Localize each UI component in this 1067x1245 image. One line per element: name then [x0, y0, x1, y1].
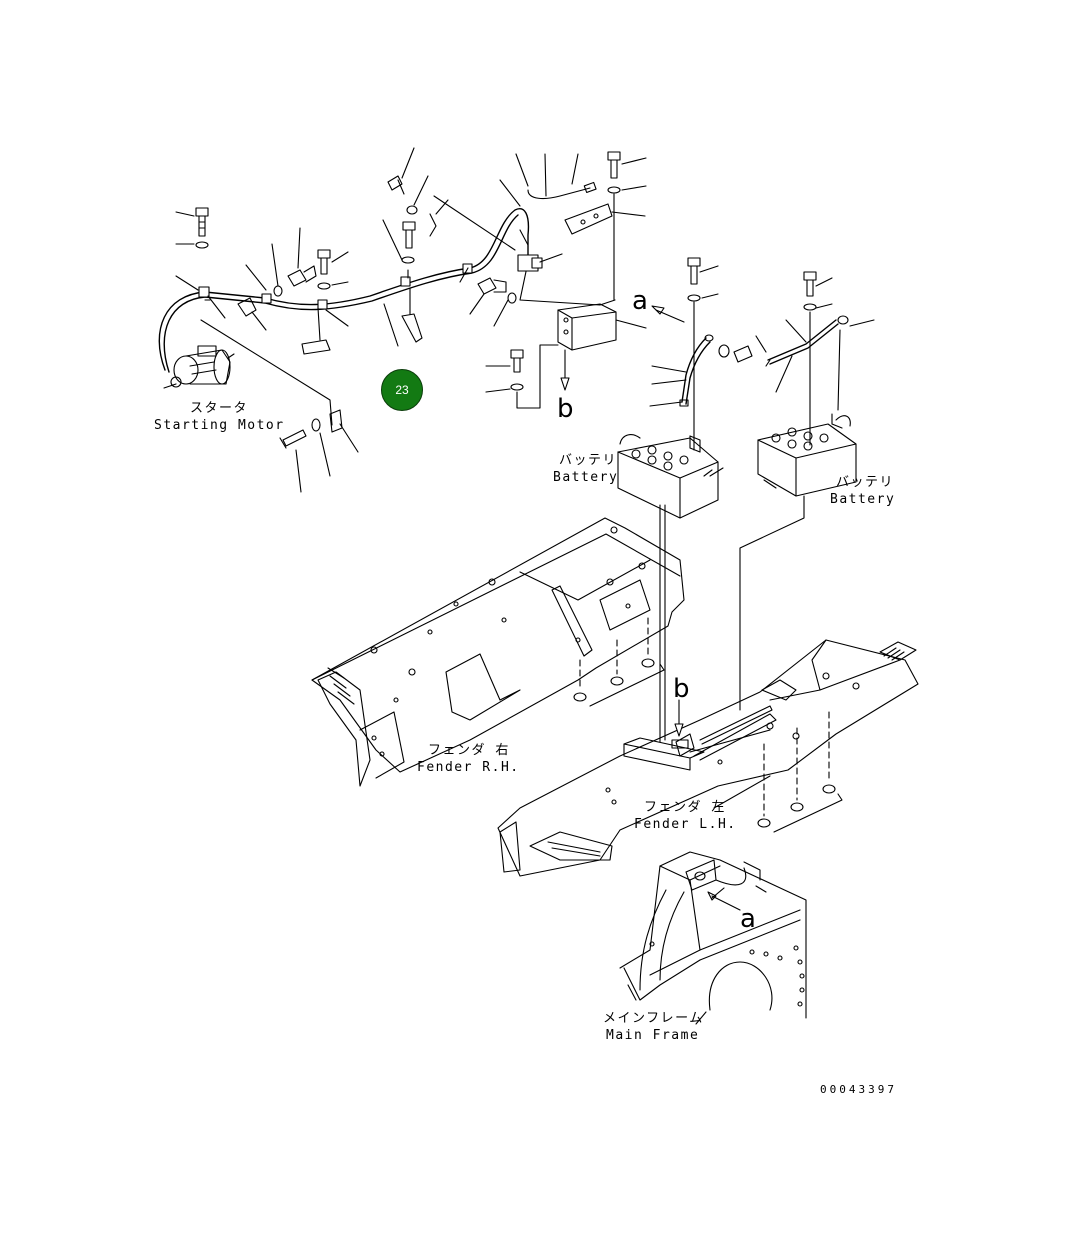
starter-label-jp: スタータ [190, 401, 249, 416]
document-number: 00043397 [820, 1083, 897, 1096]
main-frame-label-jp: メインフレーム [603, 1011, 704, 1026]
fastener-cluster-right [459, 151, 685, 409]
battery-right-front [617, 434, 724, 741]
view-marker-a-frame: a [740, 904, 756, 934]
battery-right-label-en: Battery [553, 470, 619, 485]
view-marker-b-fender: b [673, 674, 690, 704]
fender-lh [497, 639, 919, 877]
ground-strap-parts [279, 409, 359, 493]
battery-left-rear [739, 413, 857, 711]
fender-lh-label-jp: フェンダ 左 [644, 800, 726, 815]
starter-label-en: Starting Motor [154, 418, 285, 433]
leader-starter-ground [200, 319, 333, 426]
view-marker-a-top: a [632, 286, 648, 316]
main-frame-label-en: Main Frame [606, 1028, 700, 1043]
fender-rh-label-jp: フェンダ 右 [428, 743, 510, 758]
view-marker-b-top: b [557, 394, 574, 424]
callout-badge-number: 23 [395, 383, 409, 397]
battery-right-label-jp: バッテリ [559, 453, 618, 468]
fastener-cluster-centre [382, 147, 516, 347]
fender-rh-label-en: Fender R.H. [417, 760, 520, 775]
fastener-cluster-left [175, 207, 349, 355]
fender-rh [311, 517, 685, 787]
callout-badge[interactable]: 23 [381, 369, 423, 411]
battery-left-label-en: Battery [830, 492, 896, 507]
starting-motor [163, 345, 235, 389]
battery-left-label-jp: バッテリ [836, 475, 895, 490]
main-harness [158, 181, 616, 373]
fender-lh-label-en: Fender L.H. [634, 817, 737, 832]
battery-cables [649, 257, 875, 451]
main-frame [619, 851, 807, 1025]
